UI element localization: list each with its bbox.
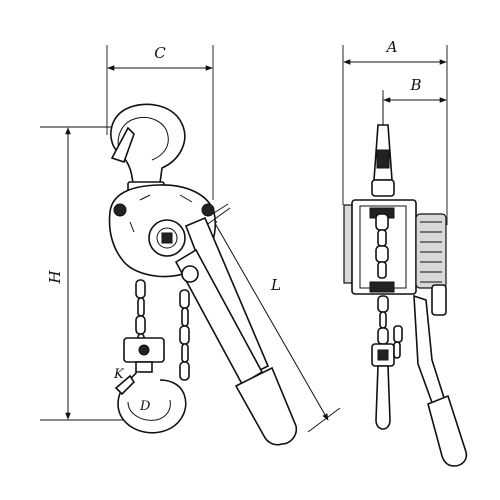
- dimension-b: B: [382, 76, 447, 130]
- lever-handle-side: [413, 294, 468, 467]
- lever-handle: [174, 216, 298, 446]
- dimension-c-label: C: [154, 44, 166, 62]
- dimension-d-label: D: [139, 399, 151, 414]
- load-chain-front: [135, 279, 190, 381]
- dimension-b-label: B: [409, 76, 421, 94]
- dimension-l-label: L: [270, 276, 281, 294]
- dimension-h-label: H: [46, 270, 64, 285]
- front-view: C H L: [40, 44, 341, 446]
- dimension-k-label: K: [113, 367, 125, 382]
- dimension-c: C: [106, 44, 214, 200]
- bottom-hook-block: K D: [113, 337, 187, 434]
- top-hook: [110, 103, 186, 193]
- load-chain-side: [371, 295, 403, 430]
- dimension-a-label: A: [385, 38, 398, 56]
- hoist-body-side: [343, 199, 447, 316]
- dimension-h: H: [40, 126, 140, 421]
- dimension-a: A: [342, 38, 448, 225]
- top-hook-side: [371, 96, 395, 197]
- side-view: A B: [342, 38, 468, 467]
